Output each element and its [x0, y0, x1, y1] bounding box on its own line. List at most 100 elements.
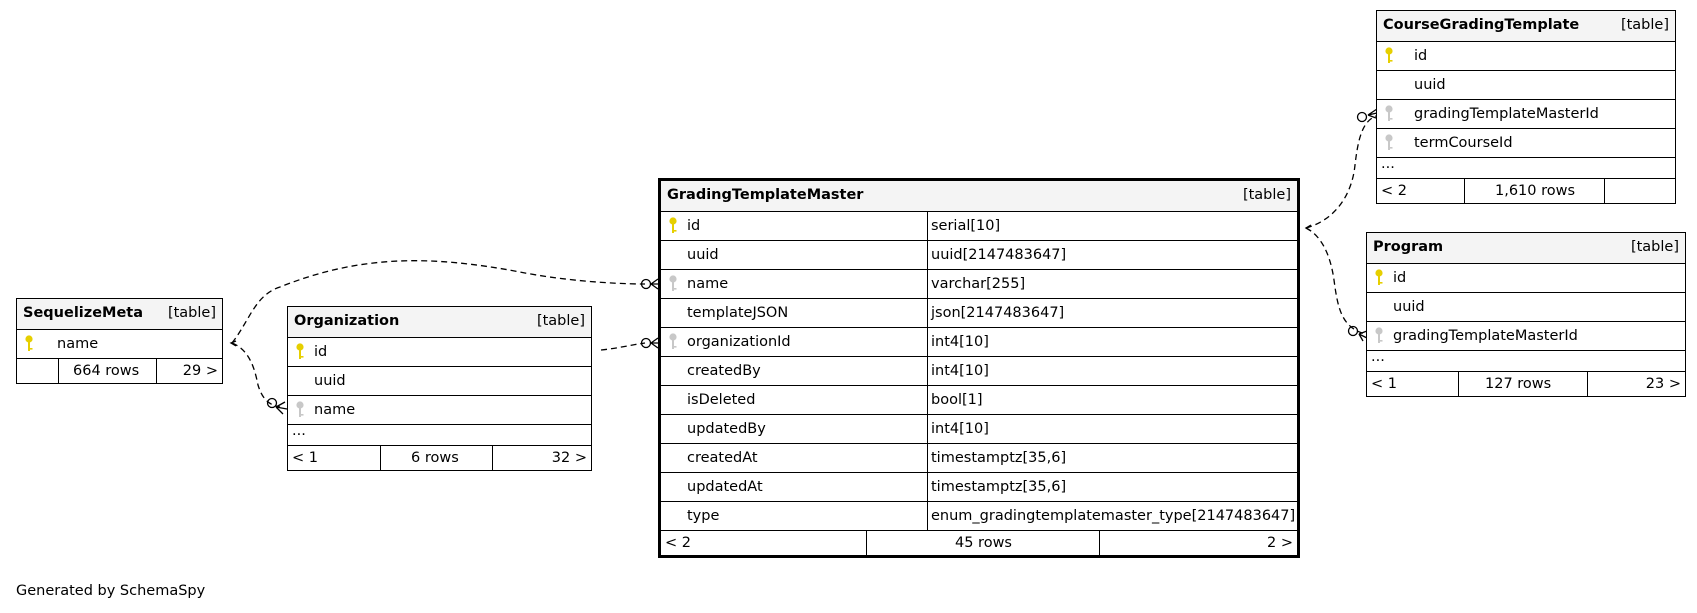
crowfoot-marker [1358, 330, 1368, 342]
column-type: bool[1] [931, 392, 983, 408]
column-row[interactable]: type enum_gradingtemplatemaster_type[214… [661, 501, 1297, 530]
divider [1099, 531, 1100, 555]
divider [156, 359, 157, 383]
column-type: enum_gradingtemplatemaster_type[21474836… [931, 508, 1296, 524]
table-name: Organization [294, 313, 400, 329]
table-name: Program [1373, 239, 1444, 255]
column-name: updatedAt [687, 479, 763, 495]
column-row[interactable]: name varchar[255] [661, 269, 1297, 298]
table-program[interactable]: Program [table] id uuid gradingTemplateM… [1366, 232, 1686, 397]
column-type: int4[10] [931, 421, 989, 437]
column-row[interactable]: termCourseId [1377, 128, 1675, 157]
column-type: int4[10] [931, 363, 989, 379]
table-footer: < 2 45 rows 2 > [661, 530, 1297, 555]
table-sequelizemeta[interactable]: SequelizeMeta [table] name 664 rows 29 > [16, 298, 223, 384]
table-footer: < 1 127 rows 23 > [1367, 371, 1685, 396]
column-type: serial[10] [931, 218, 1001, 234]
footer-right: 29 > [182, 363, 218, 379]
column-row[interactable]: name [17, 329, 222, 358]
column-name: organizationId [687, 334, 791, 350]
foreign-key-icon [666, 270, 680, 298]
column-row[interactable]: id serial[10] [661, 211, 1297, 240]
column-row[interactable]: uuid uuid[2147483647] [661, 240, 1297, 269]
column-row[interactable]: uuid [1367, 292, 1685, 321]
crowfoot-marker [650, 337, 659, 349]
crowfoot-marker [275, 401, 288, 415]
column-name: updatedBy [687, 421, 766, 437]
column-type: varchar[255] [931, 276, 1026, 292]
footer-right: 2 > [1267, 535, 1293, 551]
divider [58, 359, 59, 383]
divider [1587, 372, 1588, 396]
column-name: type [687, 508, 720, 524]
column-row[interactable]: id [1367, 263, 1685, 292]
more-columns: ... [1377, 156, 1675, 178]
zero-marker [1347, 325, 1359, 337]
divider [927, 386, 928, 414]
column-row[interactable]: uuid [1377, 70, 1675, 99]
ellipsis: ... [292, 423, 306, 439]
column-type: timestamptz[35,6] [931, 450, 1067, 466]
table-name: SequelizeMeta [23, 305, 144, 321]
column-row[interactable]: id [288, 337, 591, 366]
column-name: isDeleted [687, 392, 756, 408]
divider [492, 446, 493, 470]
column-type: int4[10] [931, 334, 989, 350]
divider [927, 357, 928, 385]
column-row[interactable]: uuid [288, 366, 591, 395]
column-row[interactable]: createdAt timestamptz[35,6] [661, 443, 1297, 472]
ellipsis: ... [1371, 349, 1385, 365]
link-sequelizemeta-organization [231, 342, 281, 408]
column-name: id [314, 344, 328, 360]
link-start-marker [1304, 224, 1312, 232]
column-row[interactable]: name [288, 395, 591, 424]
row-count: 664 rows [73, 363, 140, 379]
footer-left: < 2 [665, 535, 691, 551]
footer-left: < 2 [1381, 183, 1407, 199]
link-sequelizemeta-gradingtemplatemaster [231, 260, 646, 344]
column-row[interactable]: isDeleted bool[1] [661, 385, 1297, 414]
column-name: name [314, 402, 356, 418]
column-row[interactable]: gradingTemplateMasterId [1377, 99, 1675, 128]
link-gradingtemplatemaster-program [1305, 227, 1371, 336]
column-type: uuid[2147483647] [931, 247, 1067, 263]
generated-by-credit: Generated by SchemaSpy [16, 583, 206, 599]
table-header: GradingTemplateMaster [table] [661, 181, 1297, 211]
column-name: termCourseId [1414, 135, 1513, 151]
column-name: id [1393, 270, 1407, 286]
zero-marker [640, 337, 652, 349]
column-row[interactable]: createdBy int4[10] [661, 356, 1297, 385]
column-row[interactable]: organizationId int4[10] [661, 327, 1297, 356]
column-row[interactable]: gradingTemplateMasterId [1367, 321, 1685, 350]
ellipsis: ... [1381, 156, 1395, 172]
zero-marker [266, 397, 278, 409]
column-row[interactable]: templateJSON json[2147483647] [661, 298, 1297, 327]
footer-left: < 1 [292, 450, 318, 466]
link-organization-gradingtemplatemaster [600, 342, 646, 351]
column-type: timestamptz[35,6] [931, 479, 1067, 495]
column-name: uuid [314, 373, 346, 389]
column-name: uuid [1414, 77, 1446, 93]
table-kind: [table] [1242, 187, 1291, 203]
table-kind: [table] [536, 313, 585, 329]
table-gradingtemplatemaster[interactable]: GradingTemplateMaster [table] id serial[… [658, 178, 1300, 558]
column-name: id [1414, 48, 1428, 64]
table-coursegradingtemplate[interactable]: CourseGradingTemplate [table] id uuid gr… [1376, 10, 1676, 204]
table-organization[interactable]: Organization [table] id uuid name ... < … [287, 306, 592, 471]
foreign-key-icon [1382, 100, 1396, 128]
column-name: id [687, 218, 701, 234]
footer-left: < 1 [1371, 376, 1397, 392]
column-row[interactable]: id [1377, 41, 1675, 70]
divider [927, 444, 928, 472]
column-name: uuid [687, 247, 719, 263]
divider [927, 415, 928, 443]
table-header: SequelizeMeta [table] [17, 299, 222, 329]
column-name: createdBy [687, 363, 761, 379]
column-row[interactable]: updatedAt timestamptz[35,6] [661, 472, 1297, 501]
divider [927, 328, 928, 356]
column-type: json[2147483647] [931, 305, 1065, 321]
column-row[interactable]: updatedBy int4[10] [661, 414, 1297, 443]
crowfoot-marker [1367, 108, 1378, 119]
foreign-key-icon [666, 328, 680, 356]
